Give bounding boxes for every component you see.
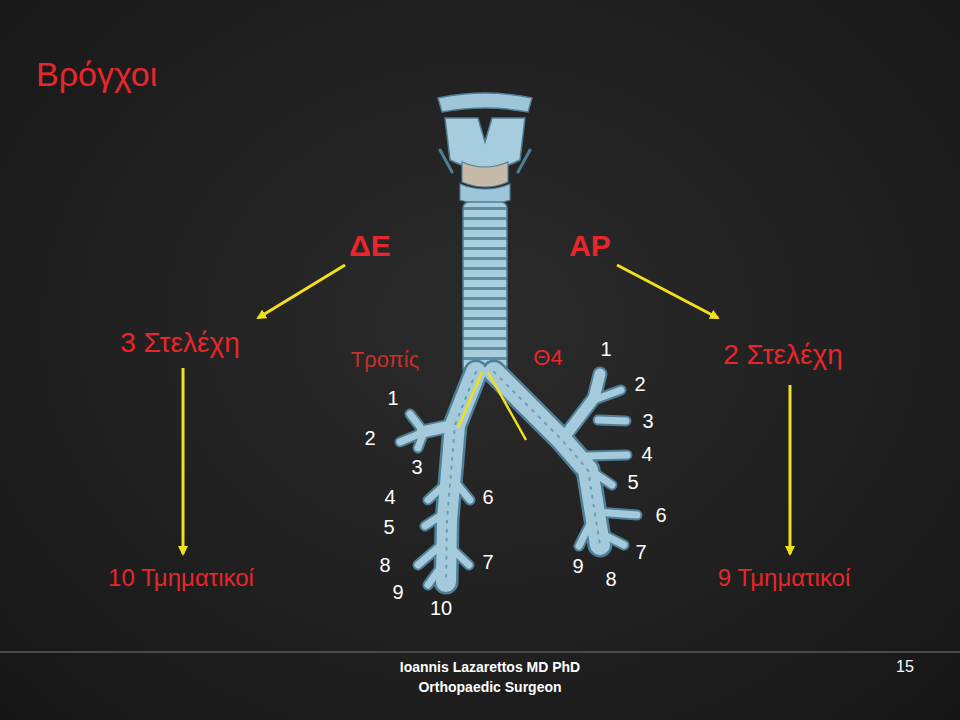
callout-number: 6 — [655, 504, 666, 526]
callout-number: 8 — [605, 568, 616, 590]
callout-number: 1 — [387, 387, 398, 409]
side-label: ΑΡ — [569, 229, 611, 262]
page-number: 15 — [896, 658, 914, 676]
footer-role: Orthopaedic Surgeon — [418, 680, 561, 695]
carina-angle-line — [458, 372, 526, 440]
side-label: ΔΕ — [349, 229, 391, 262]
footer-rule — [0, 651, 960, 653]
callout-number: 2 — [634, 373, 645, 395]
callout-number: 10 — [430, 597, 452, 619]
callout-number: 9 — [572, 555, 583, 577]
callout-number: 3 — [642, 410, 653, 432]
slide-title: Βρόγχοι — [36, 56, 157, 93]
callout-number: 5 — [383, 516, 394, 538]
callout-number: 7 — [635, 541, 646, 563]
callout-number: 4 — [641, 443, 652, 465]
trachea — [463, 202, 507, 374]
callout-number: 3 — [411, 456, 422, 478]
count-label: 10 Τμηματικοί — [108, 565, 254, 591]
callout-number: 6 — [482, 486, 493, 508]
footer-author: Ioannis Lazarettos MD PhD — [400, 660, 580, 675]
count-label: 3 Στελέχη — [120, 328, 240, 359]
callout-number: 4 — [384, 486, 395, 508]
callout-number: 8 — [379, 554, 390, 576]
structure-label: Τροπίς — [351, 348, 420, 372]
bronchial-tree — [400, 372, 637, 585]
callout-number: 2 — [364, 427, 375, 449]
larynx — [438, 93, 532, 204]
callout-number: 7 — [482, 551, 493, 573]
level-label: Θ4 — [533, 346, 562, 370]
pointer-arrow — [183, 265, 790, 554]
callout-number: 9 — [392, 581, 403, 603]
callout-number: 5 — [627, 471, 638, 493]
count-label: 9 Τμηματικοί — [718, 565, 851, 591]
count-label: 2 Στελέχη — [723, 340, 843, 371]
callout-number: 1 — [600, 338, 611, 360]
